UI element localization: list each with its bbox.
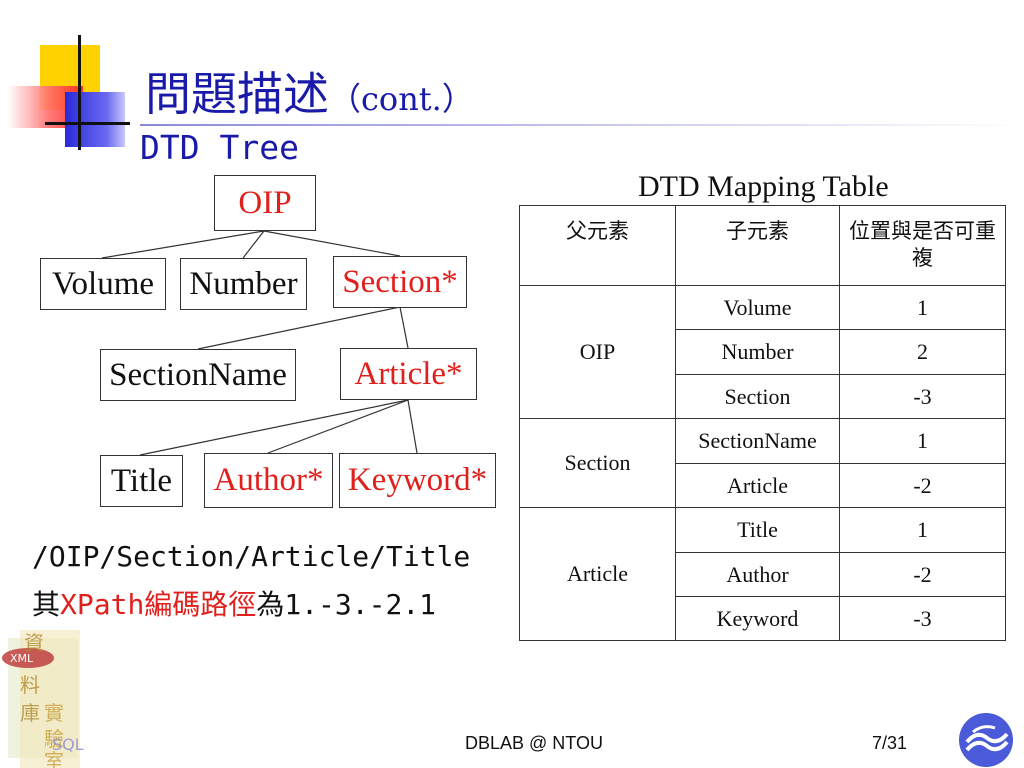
tree-node-title: Title — [100, 455, 183, 507]
xpath-prefix: 其 — [32, 588, 61, 621]
position-cell: 1 — [839, 418, 1006, 464]
xpath-path: /OIP/Section/Article/Title — [32, 540, 471, 573]
svg-text:料: 料 — [20, 673, 40, 697]
position-cell: -2 — [839, 552, 1006, 597]
slide-title-cont: （cont.） — [329, 80, 474, 118]
svg-text:實: 實 — [44, 701, 64, 725]
xpath-highlight: XPath編碼路徑 — [60, 588, 257, 621]
position-cell: -2 — [839, 463, 1006, 508]
svg-text:室: 室 — [44, 749, 64, 768]
dtd-mapping-table: 父元素 子元素 位置與是否可重複 OIP Volume 1 Number 2 S… — [519, 205, 1006, 641]
tree-edges — [101, 230, 418, 456]
table-header-row: 父元素 子元素 位置與是否可重複 — [519, 205, 1006, 286]
decor-horizontal-line — [45, 122, 130, 125]
ntou-wave-logo-icon — [959, 713, 1013, 767]
child-cell: Volume — [675, 285, 840, 330]
child-cell: Title — [675, 507, 840, 553]
svg-text:驗: 驗 — [44, 727, 64, 751]
edge-section-article — [399, 306, 409, 349]
header-child: 子元素 — [675, 205, 840, 286]
position-cell: 1 — [839, 507, 1006, 553]
table-row: Section SectionName 1 — [519, 418, 1006, 508]
child-cell: Section — [675, 374, 840, 419]
tree-node-oip: OIP — [214, 175, 316, 231]
header-position: 位置與是否可重複 — [839, 205, 1006, 286]
footer-center: DBLAB @ NTOU — [465, 733, 603, 753]
decor-blue-square — [65, 92, 125, 147]
child-cell: SectionName — [675, 418, 840, 464]
child-cell: Number — [675, 329, 840, 375]
title-underline — [140, 124, 1020, 126]
child-cell: Author — [675, 552, 840, 597]
edge-section-sectionname — [197, 306, 401, 350]
parent-cell-section: Section — [519, 418, 676, 508]
decor-vertical-line — [78, 35, 81, 150]
table-row: Article Title 1 — [519, 507, 1006, 641]
page-number: 7/31 — [872, 733, 908, 753]
tree-node-article: Article* — [340, 348, 477, 400]
edge-article-title — [139, 399, 409, 456]
edge-article-author — [267, 399, 409, 454]
table-row: Author -2 — [520, 552, 1006, 597]
child-cell: Article — [675, 463, 840, 508]
position-cell: 1 — [839, 285, 1006, 330]
tree-node-sectionname: SectionName — [100, 349, 296, 401]
parent-cell-article: Article — [519, 507, 676, 641]
xml-sql-lab-logo-icon: XML 資 料 庫 實 驗 室 SQL — [2, 630, 84, 768]
xpath-suffix: 為1.-3.-2.1 — [256, 588, 437, 621]
table-row: Number 2 — [520, 329, 1006, 375]
edge-oip-number — [242, 230, 265, 259]
tree-node-section: Section* — [333, 256, 467, 308]
tree-node-number: Number — [180, 258, 307, 310]
slide-subtitle: DTD Tree — [140, 128, 299, 167]
slide-title: 問題描述（cont.） — [145, 58, 474, 124]
edge-oip-section — [263, 230, 401, 257]
position-cell: -3 — [839, 596, 1006, 641]
position-cell: 2 — [839, 329, 1006, 375]
edge-article-keyword — [407, 399, 418, 454]
child-cell: Keyword — [675, 596, 840, 641]
table-row: Article -2 — [520, 463, 1006, 508]
edge-oip-volume — [101, 230, 265, 259]
tree-node-keyword: Keyword* — [339, 453, 496, 508]
position-cell: -3 — [839, 374, 1006, 419]
table-row: Keyword -3 — [520, 596, 1006, 641]
table-row: OIP Volume 1 — [519, 285, 1006, 419]
svg-text:資: 資 — [24, 631, 44, 655]
tree-node-volume: Volume — [40, 258, 166, 310]
tree-node-author: Author* — [204, 453, 333, 508]
header-parent: 父元素 — [519, 205, 676, 286]
svg-text:SQL: SQL — [52, 735, 84, 754]
slide-title-main: 問題描述 — [145, 67, 329, 121]
parent-cell-oip: OIP — [519, 285, 676, 419]
xpath-encoding-line: 其XPath編碼路徑為1.-3.-2.1 — [32, 583, 436, 623]
svg-text:庫: 庫 — [20, 701, 40, 725]
svg-text:XML: XML — [10, 652, 34, 665]
mapping-table-title: DTD Mapping Table — [638, 170, 889, 203]
table-row: Section -3 — [520, 374, 1006, 419]
